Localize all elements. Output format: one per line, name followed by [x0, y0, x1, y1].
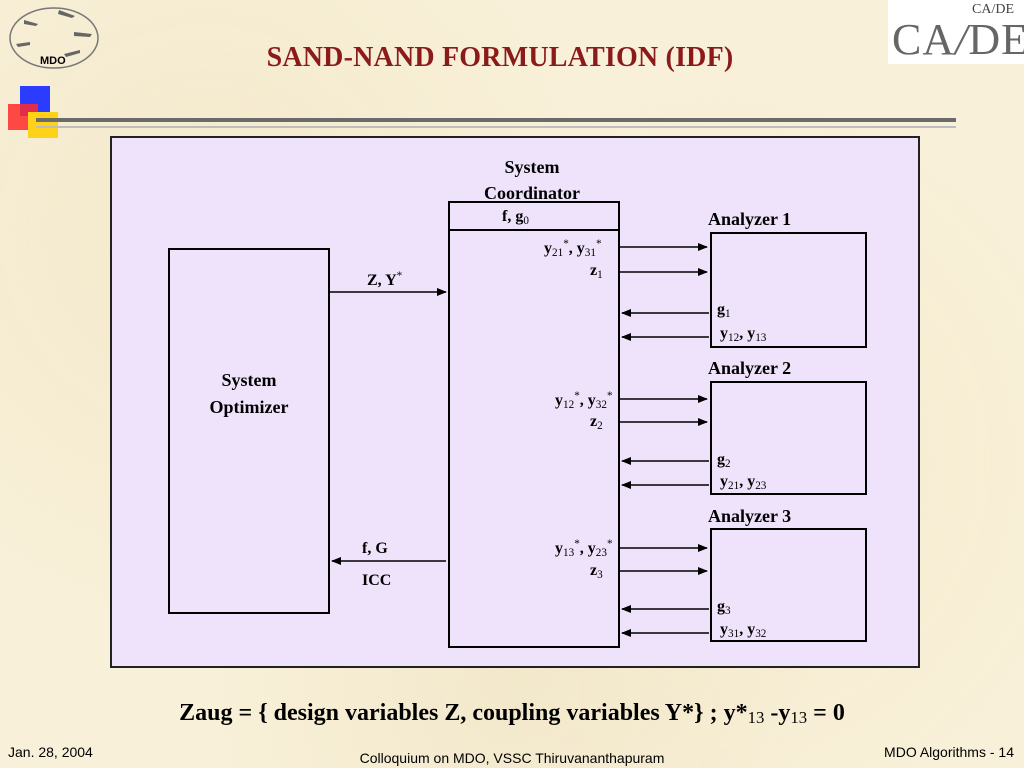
slide-title: SAND-NAND FORMULATION (IDF): [266, 42, 734, 73]
coordinator-line1: System: [504, 157, 560, 177]
cade-de: DE: [968, 15, 1024, 64]
coordinator-line2: Coordinator: [484, 183, 580, 203]
a2-coupling-label: y12*, y32*: [555, 390, 613, 411]
system-optimizer-box: [168, 248, 330, 614]
analyzer-2-box: [710, 381, 867, 495]
mdo-logo-text: MDO: [40, 55, 66, 67]
analyzer-1-box: [710, 232, 867, 348]
a3-z-label: z3: [590, 562, 603, 581]
optimizer-line1: System: [221, 370, 277, 390]
coordinator-title: System Coordinator: [452, 154, 612, 206]
a2-y-label: y21, y23: [720, 473, 767, 492]
cade-logo: CA/DE CA/DE: [888, 0, 1024, 64]
system-coordinator-box: [448, 201, 620, 648]
footer-right: MDO Algorithms - 14: [884, 744, 1014, 760]
coordinator-header: f, g0: [502, 208, 529, 227]
a3-coupling-label: y13*, y23*: [555, 538, 613, 559]
footer-right-sep: -: [985, 744, 999, 760]
opt-to-coord-label: Z, Y*: [367, 270, 403, 289]
a1-g-label: g1: [717, 301, 731, 320]
page-number: 14: [998, 744, 1014, 760]
coord-to-opt-label-1: f, G: [362, 540, 388, 557]
a1-coupling-label: y21*, y31*: [544, 238, 602, 259]
analyzer-3-title: Analyzer 3: [708, 506, 792, 526]
analyzer-1-title: Analyzer 1: [708, 209, 792, 229]
title-rule-dark: [36, 118, 956, 122]
mdo-logo: MDO: [4, 2, 104, 72]
footer-right-label: MDO Algorithms: [884, 744, 986, 760]
zaug-equation: Zaug = { design variables Z, coupling va…: [179, 700, 845, 727]
footer-center: Colloquium on MDO, VSSC Thiruvananthapur…: [359, 750, 665, 766]
cade-ca: CA: [892, 15, 956, 64]
cade-slash: /: [955, 15, 969, 64]
footer-date: Jan. 28, 2004: [8, 744, 93, 760]
a2-z-label: z2: [590, 413, 603, 432]
coord-to-opt-label-2: ICC: [362, 572, 392, 589]
title-rule-light: [36, 126, 956, 128]
a2-g-label: g2: [717, 451, 731, 470]
a1-z-label: z1: [590, 262, 603, 281]
optimizer-line2: Optimizer: [209, 397, 289, 417]
a1-y-label: y12, y13: [720, 325, 767, 344]
decor-square-yellow: [28, 112, 58, 138]
a3-y-label: y31, y32: [720, 621, 767, 640]
a3-g-label: g3: [717, 598, 731, 617]
cade-small-text: CA/DE: [972, 2, 1014, 17]
analyzer-2-title: Analyzer 2: [708, 358, 792, 378]
system-optimizer-label: System Optimizer: [168, 367, 330, 421]
coordinator-header-divider: [448, 229, 620, 231]
analyzer-3-box: [710, 528, 867, 642]
